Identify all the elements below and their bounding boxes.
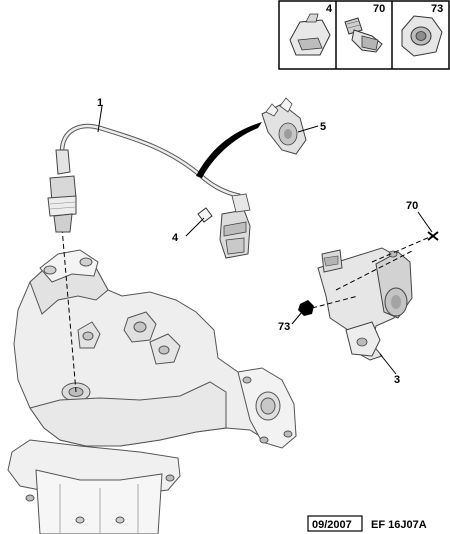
callout-leaders xyxy=(97,105,433,375)
clip-icon xyxy=(289,13,331,56)
callout-5: 5 xyxy=(320,121,326,133)
legend-ref-4: 4 xyxy=(326,3,333,15)
sensor-mount-axis xyxy=(61,227,77,393)
nut-icon xyxy=(401,15,443,57)
parts-legend: 4 70 73 xyxy=(278,0,450,70)
callout-70: 70 xyxy=(406,200,418,212)
bolt-icon xyxy=(344,17,383,53)
bolt-axis-2 xyxy=(371,235,433,263)
callout-73: 73 xyxy=(278,321,290,333)
bolt-marker xyxy=(427,231,439,241)
callout-3: 3 xyxy=(394,374,400,386)
footer-date: 09/2007 xyxy=(312,519,352,531)
legend-ref-73: 73 xyxy=(431,3,443,15)
sensor-connector xyxy=(219,193,251,259)
detail-arrow xyxy=(196,122,262,178)
bolt-axis xyxy=(335,249,415,291)
clip-bracket-detail xyxy=(261,97,307,155)
diagram-footer: 09/2007 EF 16J07A xyxy=(307,515,427,532)
callout-4: 4 xyxy=(172,232,179,244)
callout-1: 1 xyxy=(97,97,103,109)
oxygen-sensor xyxy=(47,123,241,233)
connector-clip xyxy=(197,207,213,223)
exhaust-manifold xyxy=(7,249,297,534)
footer-code: EF 16J07A xyxy=(371,519,427,531)
mounting-bracket xyxy=(317,247,413,361)
legend-ref-70: 70 xyxy=(373,3,385,15)
